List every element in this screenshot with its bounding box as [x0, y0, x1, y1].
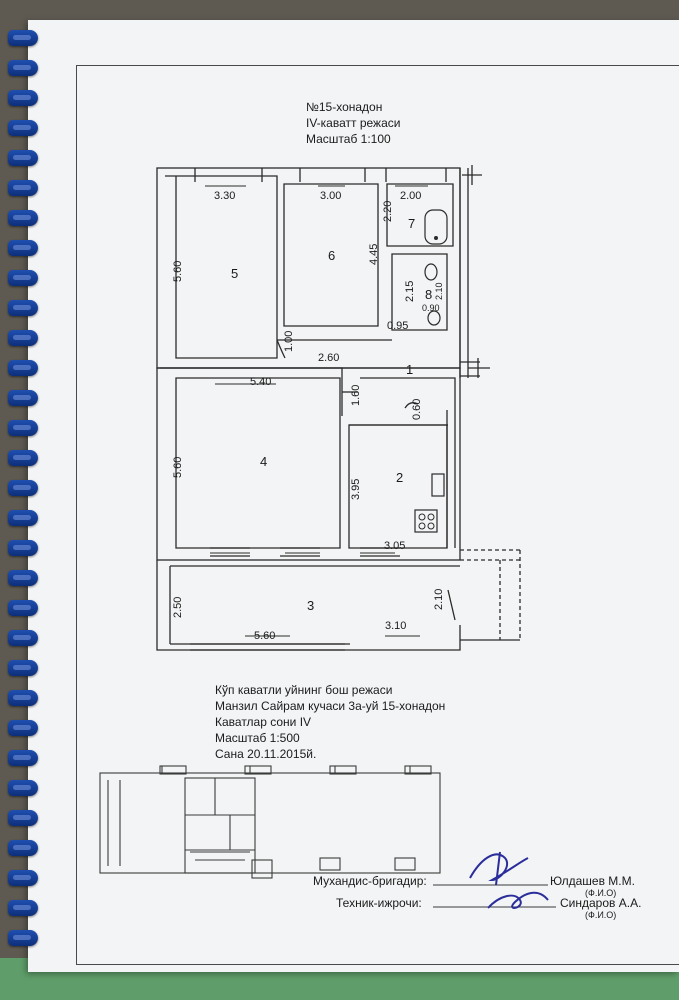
dimension-label: 0.90: [422, 303, 440, 313]
binder-ring: [8, 90, 38, 106]
binder-ring: [8, 180, 38, 196]
dimension-label: 3.00: [320, 190, 342, 202]
apartment-number: №15-хонадон: [306, 100, 383, 114]
binder-ring: [8, 60, 38, 76]
binder-ring: [8, 720, 38, 736]
dimension-label: 5.40: [250, 376, 272, 388]
drawing-frame: [76, 65, 679, 965]
binder-ring: [8, 510, 38, 526]
room-number: 2: [396, 470, 404, 485]
technician-name-caption: (Ф.И.О): [585, 910, 617, 920]
binder-ring: [8, 390, 38, 406]
room-number: 5: [231, 266, 239, 281]
binder-ring: [8, 480, 38, 496]
room-number: 8: [425, 287, 433, 302]
engineer-label: Мухандис-бригадир:: [313, 874, 427, 888]
binder-ring: [8, 600, 38, 616]
document-sheet: [28, 20, 679, 972]
dimension-label: 3.10: [385, 620, 407, 632]
technician-signature: [487, 891, 549, 909]
binder-ring: [8, 810, 38, 826]
plan-scale: Масштаб 1:100: [306, 132, 391, 146]
info-line: Кўп каватли уйнинг бош режаси: [215, 683, 393, 697]
engineer-signature: [469, 851, 529, 886]
binder-ring: [8, 750, 38, 766]
engineer-name-caption: (Ф.И.О): [585, 888, 617, 898]
dimension-label: 2.00: [400, 190, 422, 202]
room-number: 7: [408, 216, 416, 231]
dimension-label: 2.60: [318, 352, 340, 364]
binder-ring: [8, 150, 38, 166]
binder-ring: [8, 330, 38, 346]
binder-ring: [8, 930, 38, 946]
binder-ring: [8, 870, 38, 886]
technician-name: Синдаров А.А.: [560, 896, 642, 910]
room-number: 3: [307, 598, 315, 613]
binder-ring: [8, 240, 38, 256]
room-number: 1: [406, 362, 414, 377]
info-line: Масштаб 1:500: [215, 731, 300, 745]
room-number: 4: [260, 454, 268, 469]
binder-ring: [8, 660, 38, 676]
info-line: Каватлар сони IV: [215, 715, 312, 729]
engineer-name: Юлдашев М.М.: [550, 874, 635, 888]
binder-ring: [8, 540, 38, 556]
binder-ring: [8, 300, 38, 316]
technician-label: Техник-ижрочи:: [336, 896, 422, 910]
spiral-binding: [8, 30, 38, 970]
binder-ring: [8, 900, 38, 916]
binder-ring: [8, 120, 38, 136]
info-line: Манзил Сайрам кучаси 3а-уй 15-хонадон: [215, 699, 446, 713]
binder-ring: [8, 450, 38, 466]
binder-ring: [8, 210, 38, 226]
dimension-label: 3.30: [214, 190, 236, 202]
binder-ring: [8, 630, 38, 646]
dimension-label: 3.05: [384, 540, 406, 552]
dimension-label: 5.60: [254, 630, 276, 642]
info-line: Сана 20.11.2015й.: [215, 747, 317, 761]
dimension-label: 0.95: [387, 320, 409, 332]
binder-ring: [8, 360, 38, 376]
binder-ring: [8, 30, 38, 46]
binder-ring: [8, 570, 38, 586]
binder-ring: [8, 780, 38, 796]
binder-ring: [8, 270, 38, 286]
floor-plan-title: IV-каватт режаси: [306, 116, 401, 130]
binder-ring: [8, 690, 38, 706]
binder-ring: [8, 420, 38, 436]
room-number: 6: [328, 248, 336, 263]
binder-ring: [8, 840, 38, 856]
